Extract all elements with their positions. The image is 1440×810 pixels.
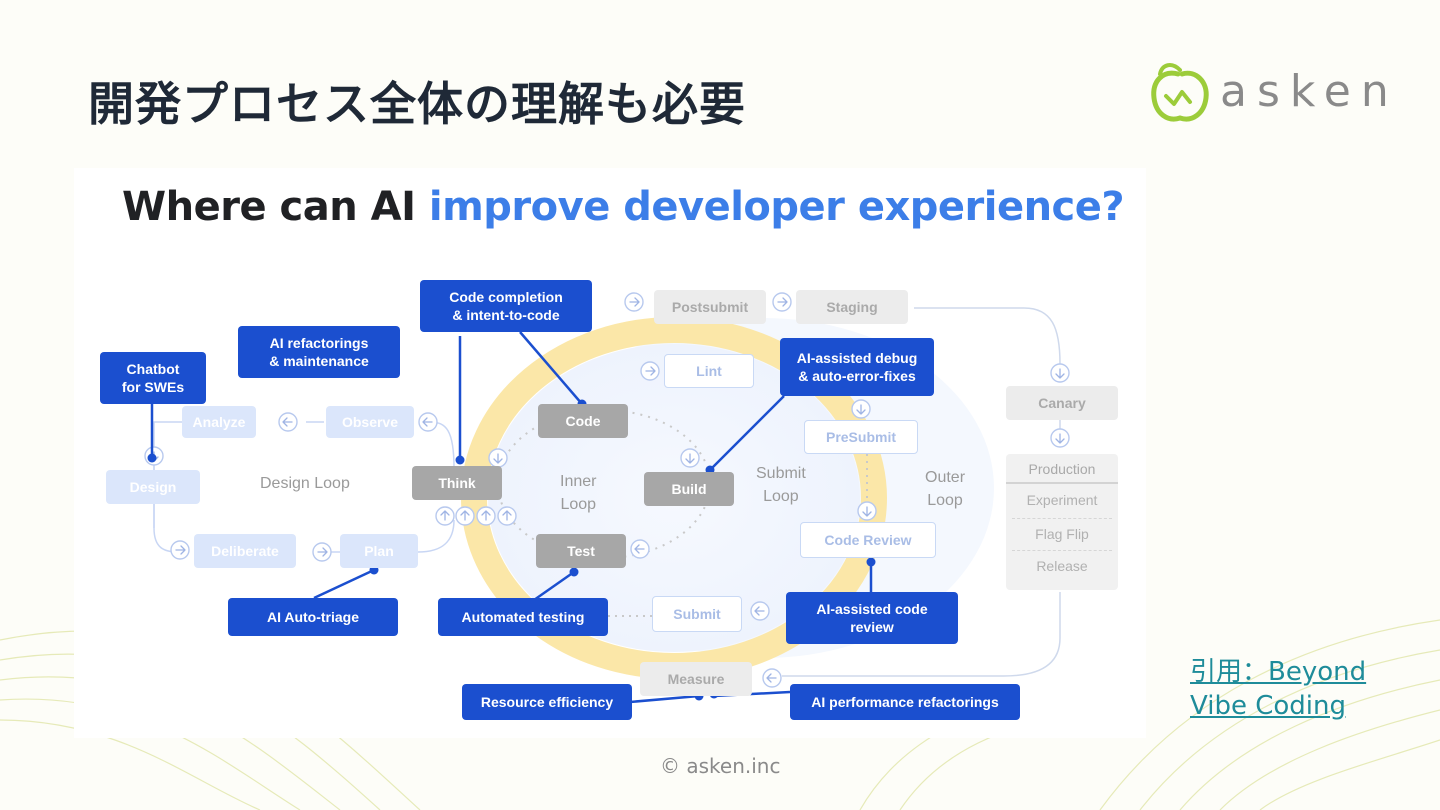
diagram-panel: Where can AI improve developer experienc… — [74, 168, 1146, 738]
logo-text: asken — [1220, 66, 1399, 117]
citation-line-2: Vibe Coding — [1190, 690, 1346, 721]
node-measure: Measure — [640, 662, 752, 696]
node-production: Production — [1028, 461, 1096, 477]
node-presubmit: PreSubmit — [804, 420, 918, 454]
diagram-title-part1: Where can AI — [122, 184, 429, 230]
node-observe: Observe — [326, 406, 414, 438]
diagram-title-highlight: improve developer experience? — [428, 184, 1125, 230]
ai-box-code-completion: Code completion & intent-to-code — [420, 280, 592, 332]
node-canary: Canary — [1006, 386, 1118, 420]
copyright: © asken.inc — [660, 754, 781, 778]
ai-box-automated-testing: Automated testing — [438, 598, 608, 636]
citation-link[interactable]: 引用：Beyond Vibe Coding — [1190, 656, 1410, 724]
ai-box-performance: AI performance refactorings — [790, 684, 1020, 720]
slide-title: 開発プロセス全体の理解も必要 — [88, 77, 746, 131]
ai-box-code-review: AI-assisted code review — [786, 592, 958, 644]
submit-loop-label: Submit Loop — [756, 465, 806, 506]
ai-box-debug: AI-assisted debug & auto-error-fixes — [780, 338, 934, 396]
design-loop-label: Design Loop — [260, 475, 350, 492]
apple-logo-icon — [1151, 63, 1209, 122]
node-deliberate: Deliberate — [194, 534, 296, 568]
node-plan: Plan — [340, 534, 418, 568]
diagram-title: Where can AI improve developer experienc… — [122, 184, 1125, 230]
node-analyze: Analyze — [182, 406, 256, 438]
node-build: Build — [644, 472, 734, 506]
node-test: Test — [536, 534, 626, 568]
node-submit: Submit — [652, 596, 742, 632]
asken-logo: asken — [1148, 56, 1389, 128]
node-postsubmit: Postsubmit — [654, 290, 766, 324]
node-code: Code — [538, 404, 628, 438]
node-release: Release — [1036, 558, 1088, 574]
node-design: Design — [106, 470, 200, 504]
node-staging: Staging — [796, 290, 908, 324]
node-lint: Lint — [664, 354, 754, 388]
ai-box-refactorings: AI refactorings & maintenance — [238, 326, 400, 378]
inner-loop-label: Inner Loop — [560, 473, 597, 514]
ai-box-auto-triage: AI Auto-triage — [228, 598, 398, 636]
outer-loop-label: Outer Loop — [925, 469, 966, 510]
ai-box-resource-efficiency: Resource efficiency — [462, 684, 632, 720]
node-code-review: Code Review — [800, 522, 936, 558]
citation-line-1: 引用：Beyond — [1190, 657, 1367, 687]
node-think: Think — [412, 466, 502, 500]
node-flag-flip: Flag Flip — [1035, 526, 1089, 542]
diagram-connectors — [144, 292, 1070, 704]
node-experiment: Experiment — [1026, 492, 1098, 508]
ai-box-chatbot: Chatbot for SWEs — [100, 352, 206, 404]
production-group: Production Experiment Flag Flip Release — [1006, 454, 1118, 590]
